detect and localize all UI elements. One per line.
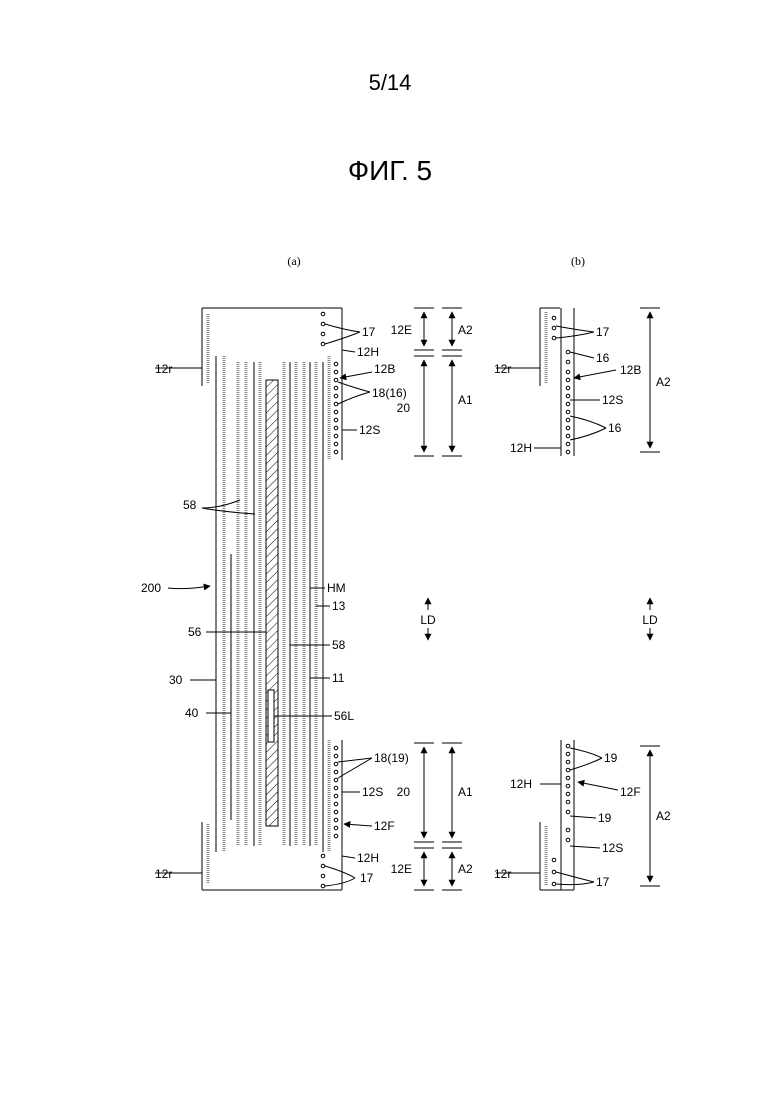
label-58-right: 58 [332, 638, 346, 652]
label-12S-bottom: 12S [362, 785, 383, 799]
b-label-A2-bottom: A2 [656, 809, 671, 823]
label-A2-top: A2 [458, 323, 473, 337]
label-20-bottom: 20 [397, 785, 411, 799]
b-label-12S-top: 12S [602, 393, 623, 407]
label-40: 40 [185, 706, 199, 720]
label-12F: 12F [374, 819, 395, 833]
label-12r-bottom: 12r [155, 867, 172, 881]
b-label-12F: 12F [620, 785, 641, 799]
label-200: 200 [141, 581, 161, 595]
label-LD-b: LD [642, 613, 658, 627]
panel-a-drawing: 12r 12r 17 12H 12B 18(16) 12S 12E A2 20 … [141, 308, 473, 890]
label-12E-bottom: 12E [391, 862, 412, 876]
label-12B: 12B [374, 362, 395, 376]
panel-a-label: (a) [287, 254, 300, 268]
label-30: 30 [169, 673, 183, 687]
label-A1-bottom: A1 [458, 785, 473, 799]
label-17-bottom: 17 [360, 871, 374, 885]
label-12E-top: 12E [391, 323, 412, 337]
label-A1-top: A1 [458, 393, 473, 407]
b-label-12H-top: 12H [510, 441, 532, 455]
b-label-19b: 19 [598, 811, 612, 825]
label-20-top: 20 [397, 401, 411, 415]
label-12S-top: 12S [359, 423, 380, 437]
panel-b-label: (b) [571, 254, 585, 268]
b-label-17: 17 [596, 325, 610, 339]
label-12H-top: 12H [357, 345, 379, 359]
b-label-16b: 16 [608, 421, 622, 435]
b-label-12r-top: 12r [494, 362, 511, 376]
b-label-12r-bottom: 12r [494, 867, 511, 881]
label-13: 13 [332, 599, 346, 613]
b-label-12S-bottom: 12S [602, 841, 623, 855]
label-11: 11 [332, 671, 345, 685]
label-LD-a: LD [420, 613, 436, 627]
label-56L: 56L [334, 709, 354, 723]
label-12H-bottom: 12H [357, 851, 379, 865]
b-label-19a: 19 [604, 751, 618, 765]
b-label-16a: 16 [596, 351, 610, 365]
b-label-12B: 12B [620, 363, 641, 377]
label-12r-top: 12r [155, 362, 172, 376]
label-18-19: 18(19) [374, 751, 409, 765]
label-18-16: 18(16) [372, 386, 407, 400]
label-56: 56 [188, 625, 202, 639]
label-17-top: 17 [362, 325, 376, 339]
label-A2-bottom: A2 [458, 862, 473, 876]
b-label-12H-bottom: 12H [510, 777, 532, 791]
b-label-17-bottom: 17 [596, 875, 610, 889]
label-HM: HM [327, 581, 346, 595]
panel-b-drawing: 12r 17 16 12B 12S 16 12H A2 19 12H 12F 1… [494, 308, 671, 890]
label-58-left: 58 [183, 498, 197, 512]
b-label-A2-top: A2 [656, 375, 671, 389]
